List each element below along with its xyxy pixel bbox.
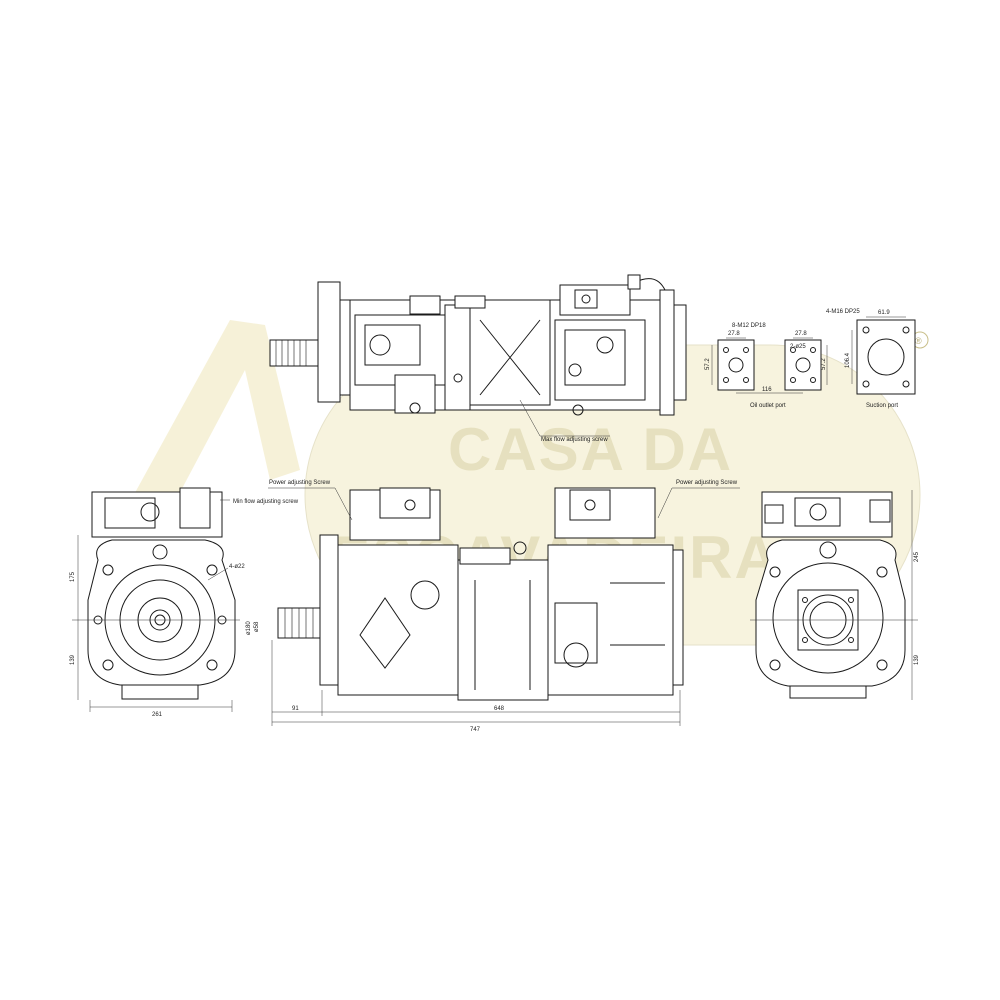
dim-58: ø58 <box>254 621 260 632</box>
power-adjust-right-label: Power adjusting Screw <box>676 480 738 486</box>
suction-bolts-label: 4-M16 DP25 <box>826 309 860 315</box>
dim-180: ø180 <box>246 621 252 635</box>
dim-175: 175 <box>70 571 76 582</box>
hole-25-label: 2-ø25 <box>790 344 806 350</box>
dim-648: 648 <box>494 706 505 712</box>
dim-245: 245 <box>914 551 920 562</box>
dim-57-2-b: 57.2 <box>821 358 827 370</box>
dim-27-8-b: 27.8 <box>795 331 807 337</box>
max-flow-label: Max flow adjusting screw <box>541 437 608 443</box>
right-end-view: 245 139 <box>750 490 920 700</box>
dim-57-2-a: 57.2 <box>705 358 711 370</box>
dim-106-4: 106.4 <box>845 352 851 368</box>
oil-outlet-port-detail: 8-M12 DP18 27.8 27.8 2-ø25 116 57.2 57.2… <box>705 323 828 409</box>
left-end-view: Min flow adjusting screw 4-ø22 261 175 1… <box>70 487 299 718</box>
watermark-registered: ® <box>915 336 922 346</box>
oil-outlet-port-label: Oil outlet port <box>750 403 786 409</box>
dim-61-9: 61.9 <box>878 310 890 316</box>
dim-139-left: 139 <box>70 654 76 665</box>
dim-27-8-a: 27.8 <box>728 331 740 337</box>
dim-91: 91 <box>292 706 299 712</box>
top-view-pump: Max flow adjusting screw <box>269 274 687 443</box>
min-flow-label: Min flow adjusting screw <box>233 499 299 505</box>
suction-port-detail: 4-M16 DP25 61.9 106.4 Suction port <box>826 309 916 409</box>
dim-139-right: 139 <box>914 654 920 665</box>
power-adjust-left-label: Power adjusting Screw <box>269 480 331 486</box>
dim-116: 116 <box>762 387 772 393</box>
watermark-line1: CASA DA <box>448 416 733 483</box>
front-view-pump: 91 648 747 Power adjusting Screw Power a… <box>268 480 740 733</box>
dim-747: 747 <box>470 727 481 733</box>
bolt-22-label: 4-ø22 <box>229 564 245 570</box>
oil-bolts-label: 8-M12 DP18 <box>732 323 766 329</box>
watermark-excavator-arm <box>120 320 300 530</box>
suction-port-label: Suction port <box>866 403 898 409</box>
dim-261: 261 <box>152 712 163 718</box>
